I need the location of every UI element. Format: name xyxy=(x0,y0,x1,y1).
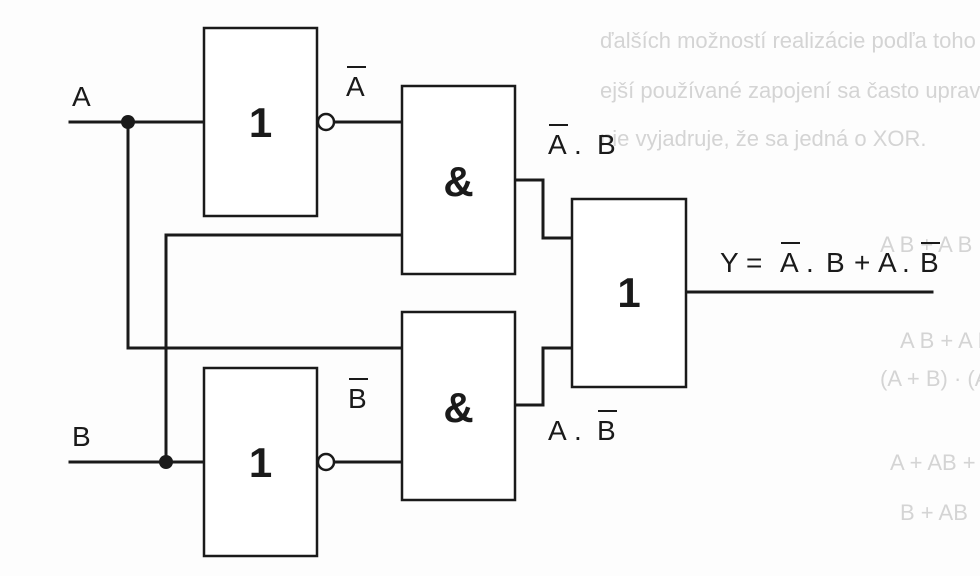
wire-bottom-and-out xyxy=(513,346,574,407)
not-gate-a-bubble xyxy=(316,112,336,132)
and-gate-top-body xyxy=(400,84,517,276)
and-gate-bottom-symbol: & xyxy=(443,384,473,431)
label-top-and-op: . xyxy=(574,129,582,160)
input-label-b: B xyxy=(72,421,91,452)
label-top-and: A . B xyxy=(548,124,616,160)
not-gate-b: 1 xyxy=(202,366,336,558)
output-plus: + xyxy=(854,247,870,278)
not-gate-b-symbol: 1 xyxy=(249,439,272,486)
label-top-and-term1: A xyxy=(548,129,567,160)
not-gate-b-bubble xyxy=(316,452,336,472)
label-top-and-term2: B xyxy=(597,129,616,160)
output-term2: B xyxy=(826,247,845,278)
label-bottom-and-op: . xyxy=(574,415,582,446)
not-gate-a-symbol: 1 xyxy=(249,99,272,146)
bg-line-5: A B + A B · B xyxy=(900,328,980,353)
and-gate-top: & xyxy=(400,84,517,276)
bg-line-6: (A + B) · (A + B) · B xyxy=(880,366,980,391)
output-term3: A xyxy=(878,247,897,278)
output-op2: . xyxy=(902,247,910,278)
label-not-a-char: A xyxy=(346,71,365,102)
bg-line-2: ejší používané zapojení sa často upravuj… xyxy=(600,78,980,103)
output-term4: B xyxy=(920,247,939,278)
label-not-b: B xyxy=(348,378,368,414)
wire-top-and-out xyxy=(513,178,574,240)
background-text: ďalších možností realizácie podľa toho k… xyxy=(600,28,980,525)
output-y-prefix: Y = xyxy=(720,247,762,278)
junction-b xyxy=(159,455,173,469)
or-gate-body xyxy=(570,197,688,389)
not-gate-a: 1 xyxy=(202,26,336,218)
junction-a xyxy=(121,115,135,129)
output-op1: . xyxy=(806,247,814,278)
wires xyxy=(68,120,934,464)
and-gate-bottom-body xyxy=(400,310,517,502)
or-gate-symbol: 1 xyxy=(617,269,640,316)
bg-line-3: nie vyjadruje, že sa jedná o XOR. xyxy=(600,126,927,151)
bg-line-8: B + AB xyxy=(900,500,968,525)
bg-line-7: A + AB + AB + BB xyxy=(890,450,980,475)
and-gate-bottom: & xyxy=(400,310,517,502)
output-term1: A xyxy=(780,247,799,278)
bg-line-4: A B + A B xyxy=(880,232,972,257)
label-bottom-and: A . B xyxy=(548,410,617,446)
input-label-a: A xyxy=(72,81,91,112)
label-bottom-and-term2: B xyxy=(597,415,616,446)
label-not-b-char: B xyxy=(348,383,367,414)
wire-b-to-top-and xyxy=(164,233,404,464)
or-gate: 1 xyxy=(570,197,688,389)
output-expression: Y = A . B + A . B xyxy=(720,242,940,278)
wire-a-to-bottom-and xyxy=(126,120,404,350)
label-not-a: A xyxy=(346,66,366,102)
and-gate-top-symbol: & xyxy=(443,158,473,205)
label-bottom-and-term1: A xyxy=(548,415,567,446)
bg-line-1: ďalších možností realizácie podľa toho k… xyxy=(600,28,980,53)
